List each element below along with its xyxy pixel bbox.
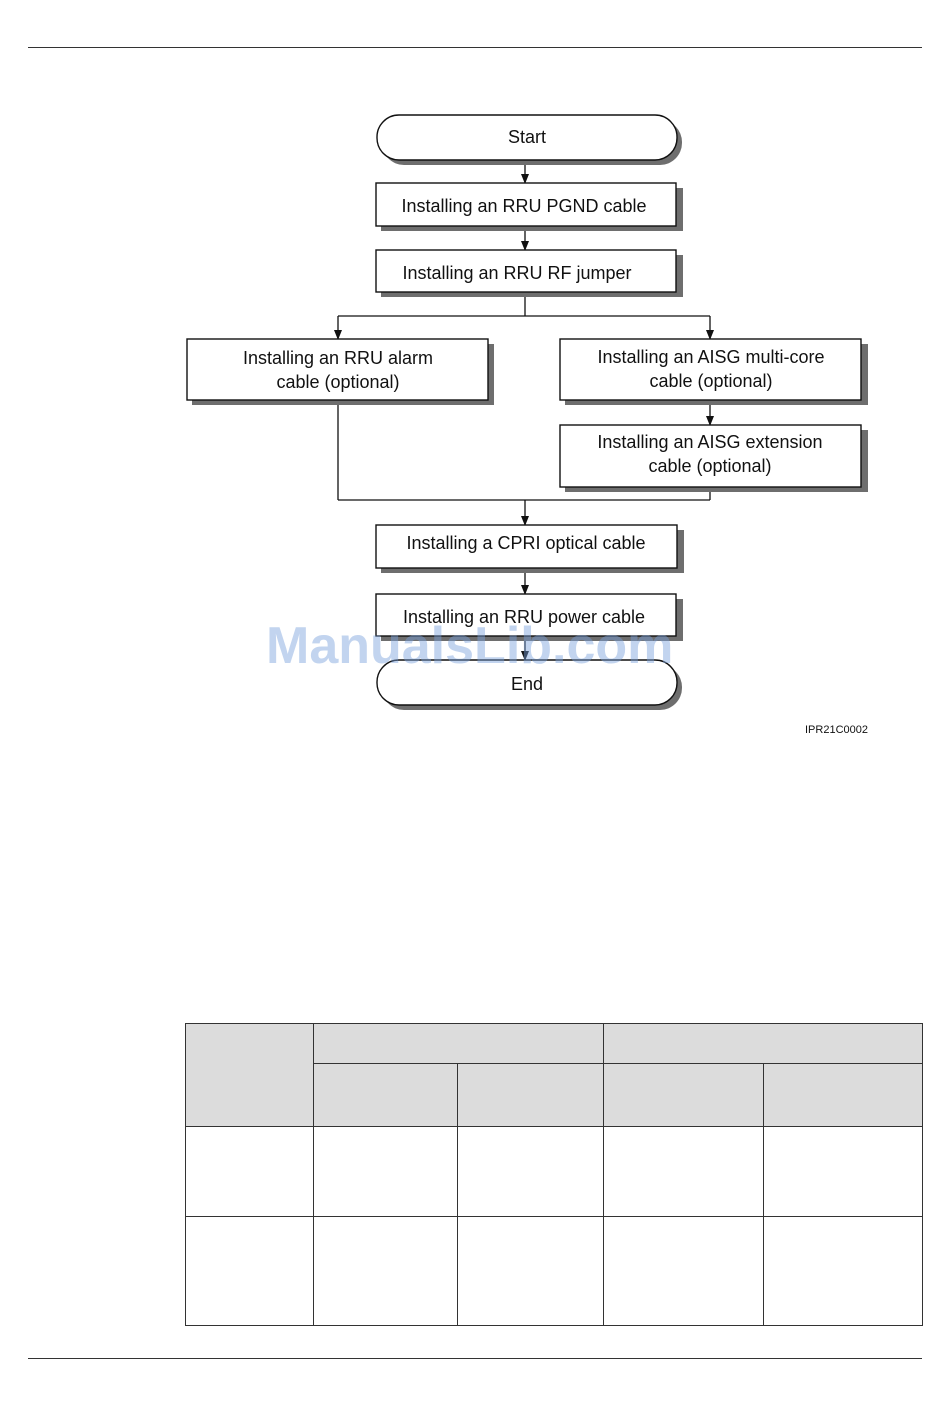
table-subheader-cell	[763, 1063, 923, 1127]
table-cell	[185, 1216, 314, 1326]
figure-id: IPR21C0002	[805, 724, 868, 736]
table-subheader-cell	[457, 1063, 604, 1127]
node-end: End	[376, 659, 682, 710]
node-start: Start	[376, 114, 682, 165]
node-power-label: Installing an RRU power cable	[403, 607, 645, 627]
node-pgnd-label: Installing an RRU PGND cable	[401, 196, 646, 216]
node-rf-label: Installing an RRU RF jumper	[402, 263, 631, 283]
table-header-cell	[313, 1023, 604, 1064]
node-cpri-label: Installing a CPRI optical cable	[406, 533, 645, 553]
table-row	[185, 1216, 923, 1326]
table-subheader-cell	[603, 1063, 764, 1127]
node-alarm-line2: cable (optional)	[276, 372, 399, 392]
node-aisg-multi-line2: cable (optional)	[649, 371, 772, 391]
node-end-label: End	[511, 674, 543, 694]
table-cell	[763, 1126, 923, 1217]
node-power: Installing an RRU power cable	[375, 593, 683, 641]
node-alarm-line1: Installing an RRU alarm	[243, 348, 433, 368]
table-header-cell	[185, 1023, 314, 1127]
table-cell	[457, 1216, 604, 1326]
node-alarm: Installing an RRU alarm cable (optional)	[186, 338, 494, 405]
node-aisg-ext-line1: Installing an AISG extension	[597, 432, 822, 452]
table-cell	[313, 1216, 458, 1326]
node-aisg-ext: Installing an AISG extension cable (opti…	[559, 424, 868, 492]
table-header-cell	[603, 1023, 923, 1064]
node-pgnd: Installing an RRU PGND cable	[375, 182, 683, 231]
node-start-label: Start	[508, 127, 546, 147]
table-cell	[185, 1126, 314, 1217]
header-rule	[28, 47, 922, 48]
flow-connectors	[334, 160, 714, 661]
node-aisg-multi: Installing an AISG multi-core cable (opt…	[559, 338, 868, 405]
node-cpri: Installing a CPRI optical cable	[375, 524, 684, 573]
table-cell	[763, 1216, 923, 1326]
table-cell	[603, 1126, 764, 1217]
footer-rule	[28, 1358, 922, 1359]
node-rf-jumper: Installing an RRU RF jumper	[375, 249, 683, 297]
table-cell	[313, 1126, 458, 1217]
table-cell	[603, 1216, 764, 1326]
node-aisg-multi-line1: Installing an AISG multi-core	[597, 347, 824, 367]
node-aisg-ext-line2: cable (optional)	[648, 456, 771, 476]
watermark: ManualsLib.com	[266, 617, 674, 675]
table-row	[185, 1126, 923, 1217]
empty-table	[185, 1023, 923, 1326]
table-subheader-cell	[313, 1063, 458, 1127]
table-cell	[457, 1126, 604, 1217]
installation-flowchart: Start Installing an RRU PGND cable Insta…	[186, 114, 868, 710]
